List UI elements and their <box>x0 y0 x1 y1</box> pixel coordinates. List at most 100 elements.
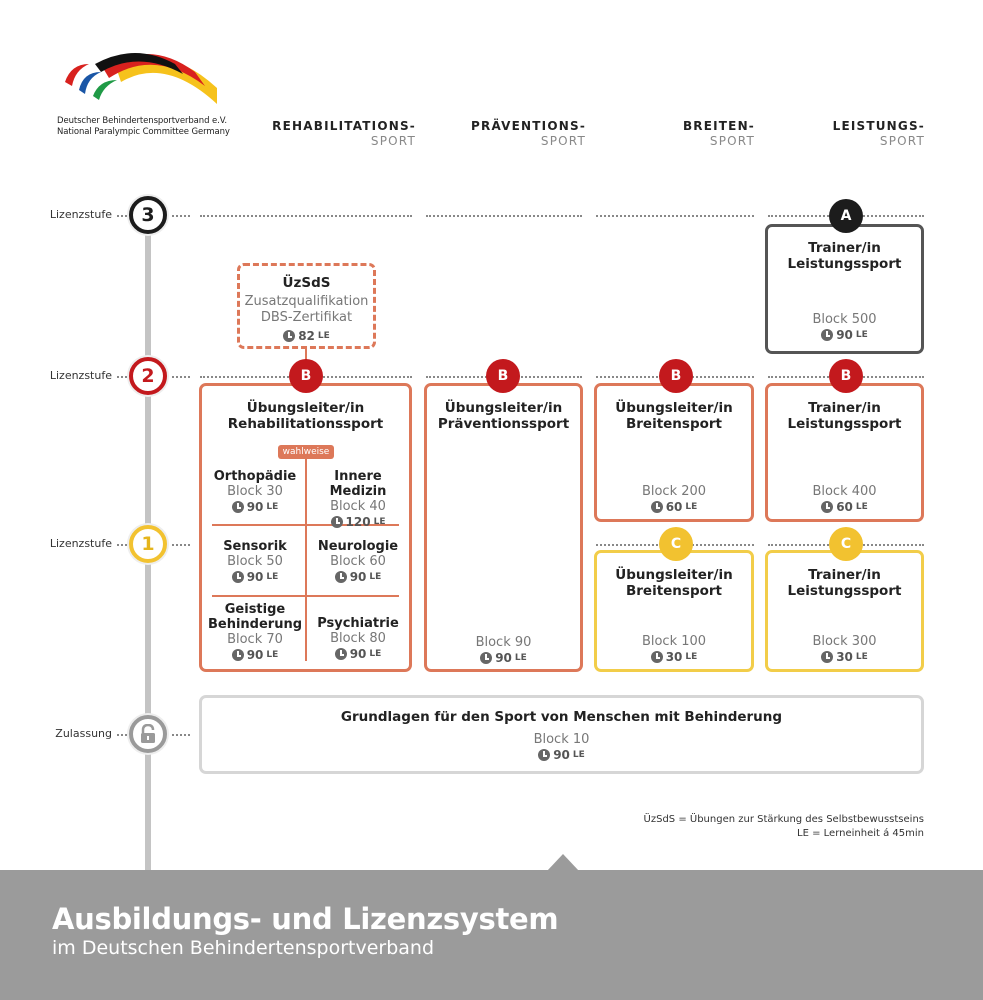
stage-connector <box>172 215 190 217</box>
row-dotted-line <box>426 215 582 217</box>
clock-icon <box>821 501 834 513</box>
uezsds-connector <box>305 348 307 362</box>
footer-subtitle: im Deutschen Behindertensportverband <box>52 937 435 959</box>
block-label: Block 300 <box>812 634 877 649</box>
box-title: Trainer/in <box>808 400 881 416</box>
column-header-leistung: LEISTUNGS-SPORT <box>832 119 925 148</box>
clock-icon <box>231 649 244 661</box>
grid-divider-vertical <box>305 459 307 661</box>
stage-label-zulassung: Zulassung <box>55 727 112 740</box>
stage-label-2: Lizenzstufe <box>49 369 112 382</box>
clock-icon <box>330 516 343 528</box>
dbs-logo <box>65 53 217 104</box>
box-title: Breitensport <box>625 416 723 432</box>
stage-circle-3: 3 <box>129 196 167 234</box>
clock-icon <box>231 501 244 513</box>
block-label: Block 200 <box>641 484 707 499</box>
box-title: Trainer/in <box>808 567 881 583</box>
block-label: Block 10 <box>533 732 590 747</box>
box-title: Rehabilitationssport <box>227 416 384 432</box>
badge-b-reha: B <box>289 359 323 393</box>
stage-circle-2: 2 <box>129 357 167 395</box>
footer-title: Ausbildungs- und Lizenzsystem <box>52 902 559 936</box>
stage-circle-zulassung <box>129 715 167 753</box>
box-title: Leistungssport <box>787 256 902 272</box>
box-title: Übungsleiter/in <box>246 400 365 416</box>
box-breiten-b: Übungsleiter/in Breitensport Block 200 6… <box>594 383 754 522</box>
stage-connector <box>117 544 127 546</box>
box-title: Übungsleiter/in <box>444 400 563 416</box>
legend-line: ÜzSdS = Übungen zur Stärkung des Selbstb… <box>643 814 924 825</box>
stage-connector <box>172 544 190 546</box>
column-header-praevention: PRÄVENTIONS-SPORT <box>471 119 586 148</box>
lock-icon <box>141 724 155 743</box>
clock-icon <box>334 571 347 583</box>
badge-a: A <box>829 199 863 233</box>
box-title: Trainer/in <box>808 240 881 256</box>
org-name-en: National Paralympic Committee Germany <box>57 127 230 137</box>
stage-connector <box>172 376 190 378</box>
box-title: Leistungssport <box>787 583 902 599</box>
clock-icon <box>650 651 663 663</box>
box-breiten-c: Übungsleiter/in Breitensport Block 100 3… <box>594 550 754 672</box>
block-label: Block 90 <box>475 635 532 650</box>
clock-icon <box>480 652 493 664</box>
box-grundlagen: Grundlagen für den Sport von Menschen mi… <box>199 695 924 774</box>
stage-connector <box>117 215 127 217</box>
legend-line: LE = Lerneinheit á 45min <box>797 828 924 839</box>
box-title: Leistungssport <box>787 416 902 432</box>
stage-connector <box>172 734 190 736</box>
grid-divider-horizontal <box>212 524 399 526</box>
badge-c-breiten: C <box>659 527 693 561</box>
box-title: Übungsleiter/in <box>615 400 733 416</box>
column-header-breiten: BREITEN-SPORT <box>682 119 755 148</box>
stage-connector <box>117 376 127 378</box>
box-title: Grundlagen für den Sport von Menschen mi… <box>340 709 783 725</box>
footer-pointer <box>547 854 579 871</box>
box-title: Präventionssport <box>437 416 570 432</box>
clock-icon <box>538 749 551 761</box>
uezsds-title: ÜzSdS <box>282 275 331 291</box>
uezsds-line1: Zusatzqualifikation <box>244 294 369 309</box>
clock-icon <box>821 651 834 663</box>
clock-icon <box>650 501 663 513</box>
stage-connector <box>117 734 127 736</box>
stage-circle-1: 1 <box>129 525 167 563</box>
clock-icon <box>283 330 296 342</box>
clock-icon <box>821 329 834 341</box>
legend: ÜzSdS = Übungen zur Stärkung des Selbstb… <box>560 813 924 841</box>
badge-b-breiten: B <box>659 359 693 393</box>
block-label: Block 400 <box>812 484 877 499</box>
block-label: Block 100 <box>641 634 707 649</box>
stage-label-3: Lizenzstufe <box>49 208 112 221</box>
box-praevention-b: Übungsleiter/in Präventionssport Block 9… <box>424 383 583 672</box>
org-name-de: Deutscher Behindertensportverband e.V. <box>57 116 227 126</box>
badge-b-leistung: B <box>829 359 863 393</box>
badge-c-leistung: C <box>829 527 863 561</box>
clock-icon <box>334 648 347 660</box>
row-dotted-line <box>200 215 412 217</box>
clock-icon <box>231 571 244 583</box>
block-label: Block 500 <box>812 312 877 327</box>
